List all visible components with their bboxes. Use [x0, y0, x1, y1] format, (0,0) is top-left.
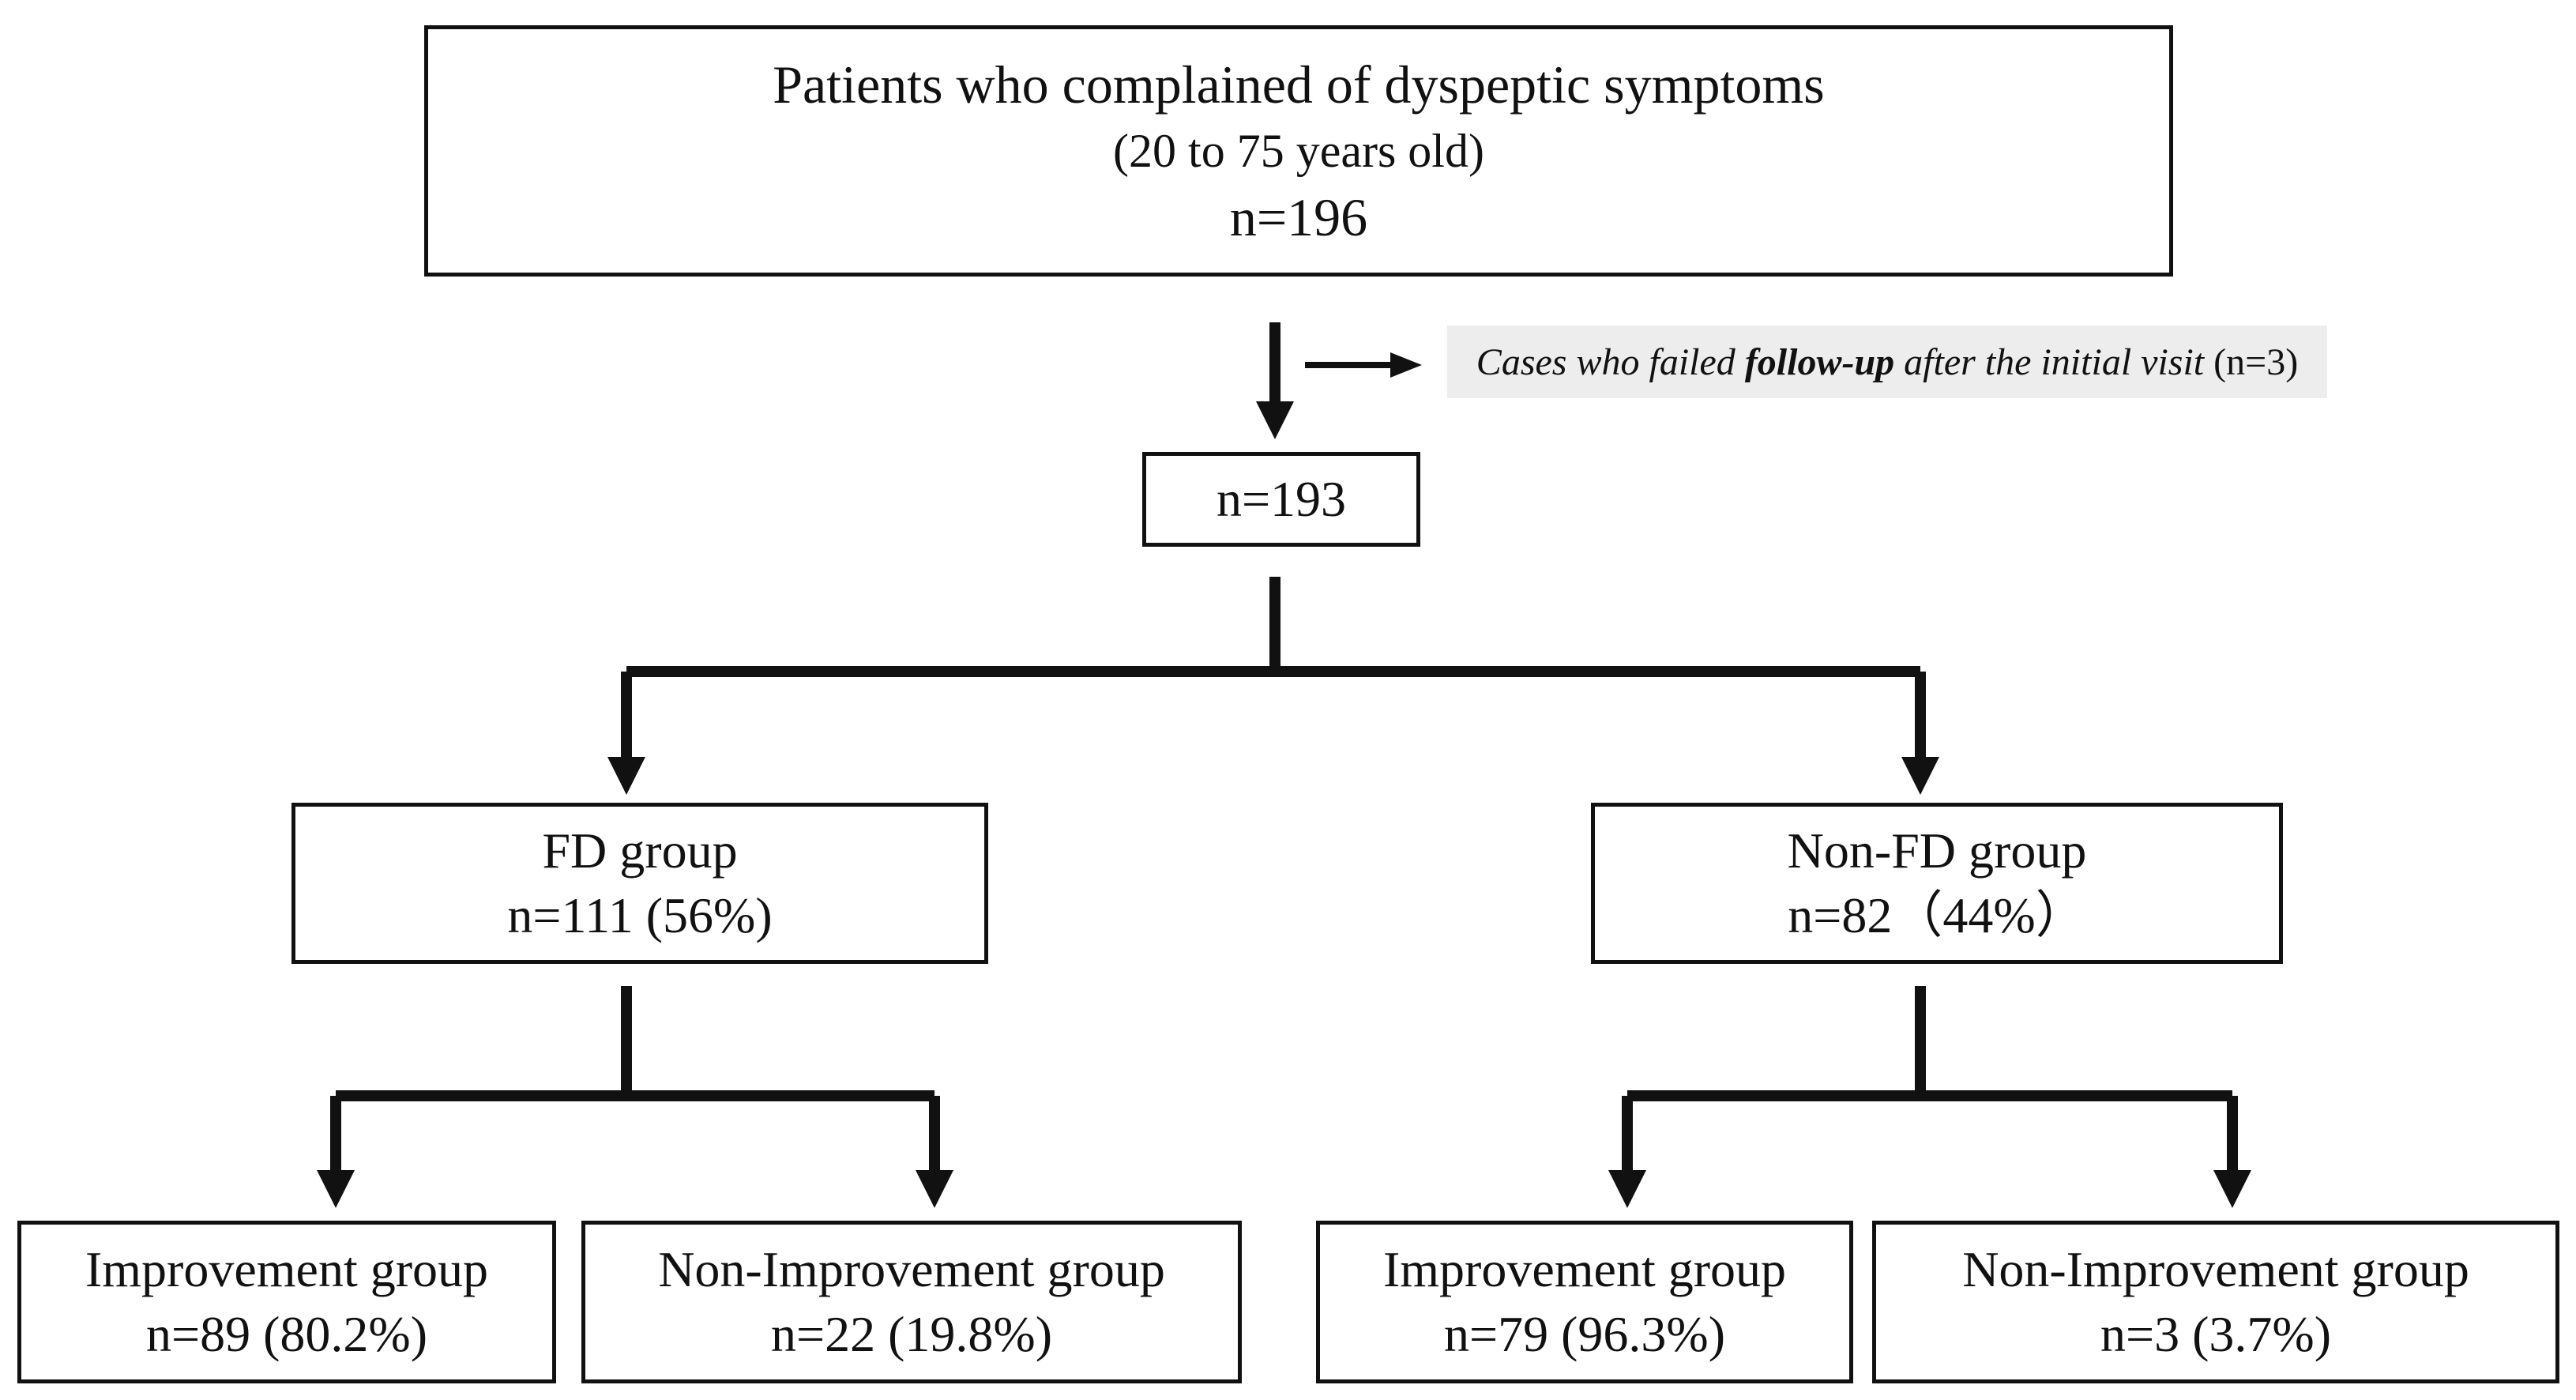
enrolled-count: n=196: [1229, 187, 1368, 247]
arrowhead-to-fd: [607, 757, 645, 795]
fd-improvement-box: Improvement group n=89 (80.2%): [17, 1221, 556, 1383]
arrowhead-exclusion: [1390, 352, 1422, 378]
fd-group-label: FD group: [542, 822, 738, 879]
fd-improvement-label: Improvement group: [85, 1241, 489, 1297]
followed-up-count: n=193: [1216, 471, 1347, 527]
nonfd-non-improvement-label: Non-Improvement group: [1962, 1241, 2469, 1297]
exclusion-note: Cases who failed follow-up after the ini…: [1447, 326, 2327, 398]
arrowhead-to-nonfd-nonimprovement: [2213, 1170, 2251, 1208]
arrowhead-to-nonfd: [1901, 757, 1939, 795]
arrowhead-to-nonfd-improvement: [1608, 1170, 1646, 1208]
non-fd-group-label: Non-FD group: [1787, 822, 2087, 879]
fd-group-box: FD group n=111 (56%): [291, 803, 988, 964]
fd-non-improvement-box: Non-Improvement group n=22 (19.8%): [581, 1221, 1242, 1383]
arrowhead-to-fd-improvement: [317, 1170, 355, 1208]
exclusion-count: (n=3): [2204, 341, 2299, 383]
enrolled-age-range: (20 to 75 years old): [1113, 125, 1484, 177]
followed-up-box: n=193: [1142, 452, 1420, 547]
exclusion-text-before: Cases who failed: [1476, 341, 1745, 383]
nonfd-non-improvement-count: n=3 (3.7%): [2100, 1306, 2332, 1362]
non-fd-group-count: n=82（44%）: [1788, 887, 2086, 943]
enrolled-title: Patients who complained of dyspeptic sym…: [773, 55, 1825, 115]
nonfd-improvement-count: n=79 (96.3%): [1443, 1306, 1726, 1362]
fd-non-improvement-count: n=22 (19.8%): [770, 1306, 1053, 1362]
non-fd-group-box: Non-FD group n=82（44%）: [1591, 803, 2283, 964]
fd-group-count: n=111 (56%): [507, 887, 773, 943]
exclusion-text-bold: follow-up: [1744, 341, 1895, 383]
exclusion-text-after: after the initial visit: [1894, 341, 2205, 383]
nonfd-improvement-label: Improvement group: [1382, 1241, 1787, 1297]
arrowhead-to-fd-nonimprovement: [916, 1170, 953, 1208]
arrowhead-to-193: [1256, 401, 1294, 439]
fd-improvement-count: n=89 (80.2%): [145, 1306, 428, 1362]
nonfd-non-improvement-box: Non-Improvement group n=3 (3.7%): [1872, 1221, 2559, 1383]
nonfd-improvement-box: Improvement group n=79 (96.3%): [1316, 1221, 1853, 1383]
enrolled-patients-box: Patients who complained of dyspeptic sym…: [424, 25, 2173, 277]
fd-non-improvement-label: Non-Improvement group: [658, 1241, 1165, 1297]
